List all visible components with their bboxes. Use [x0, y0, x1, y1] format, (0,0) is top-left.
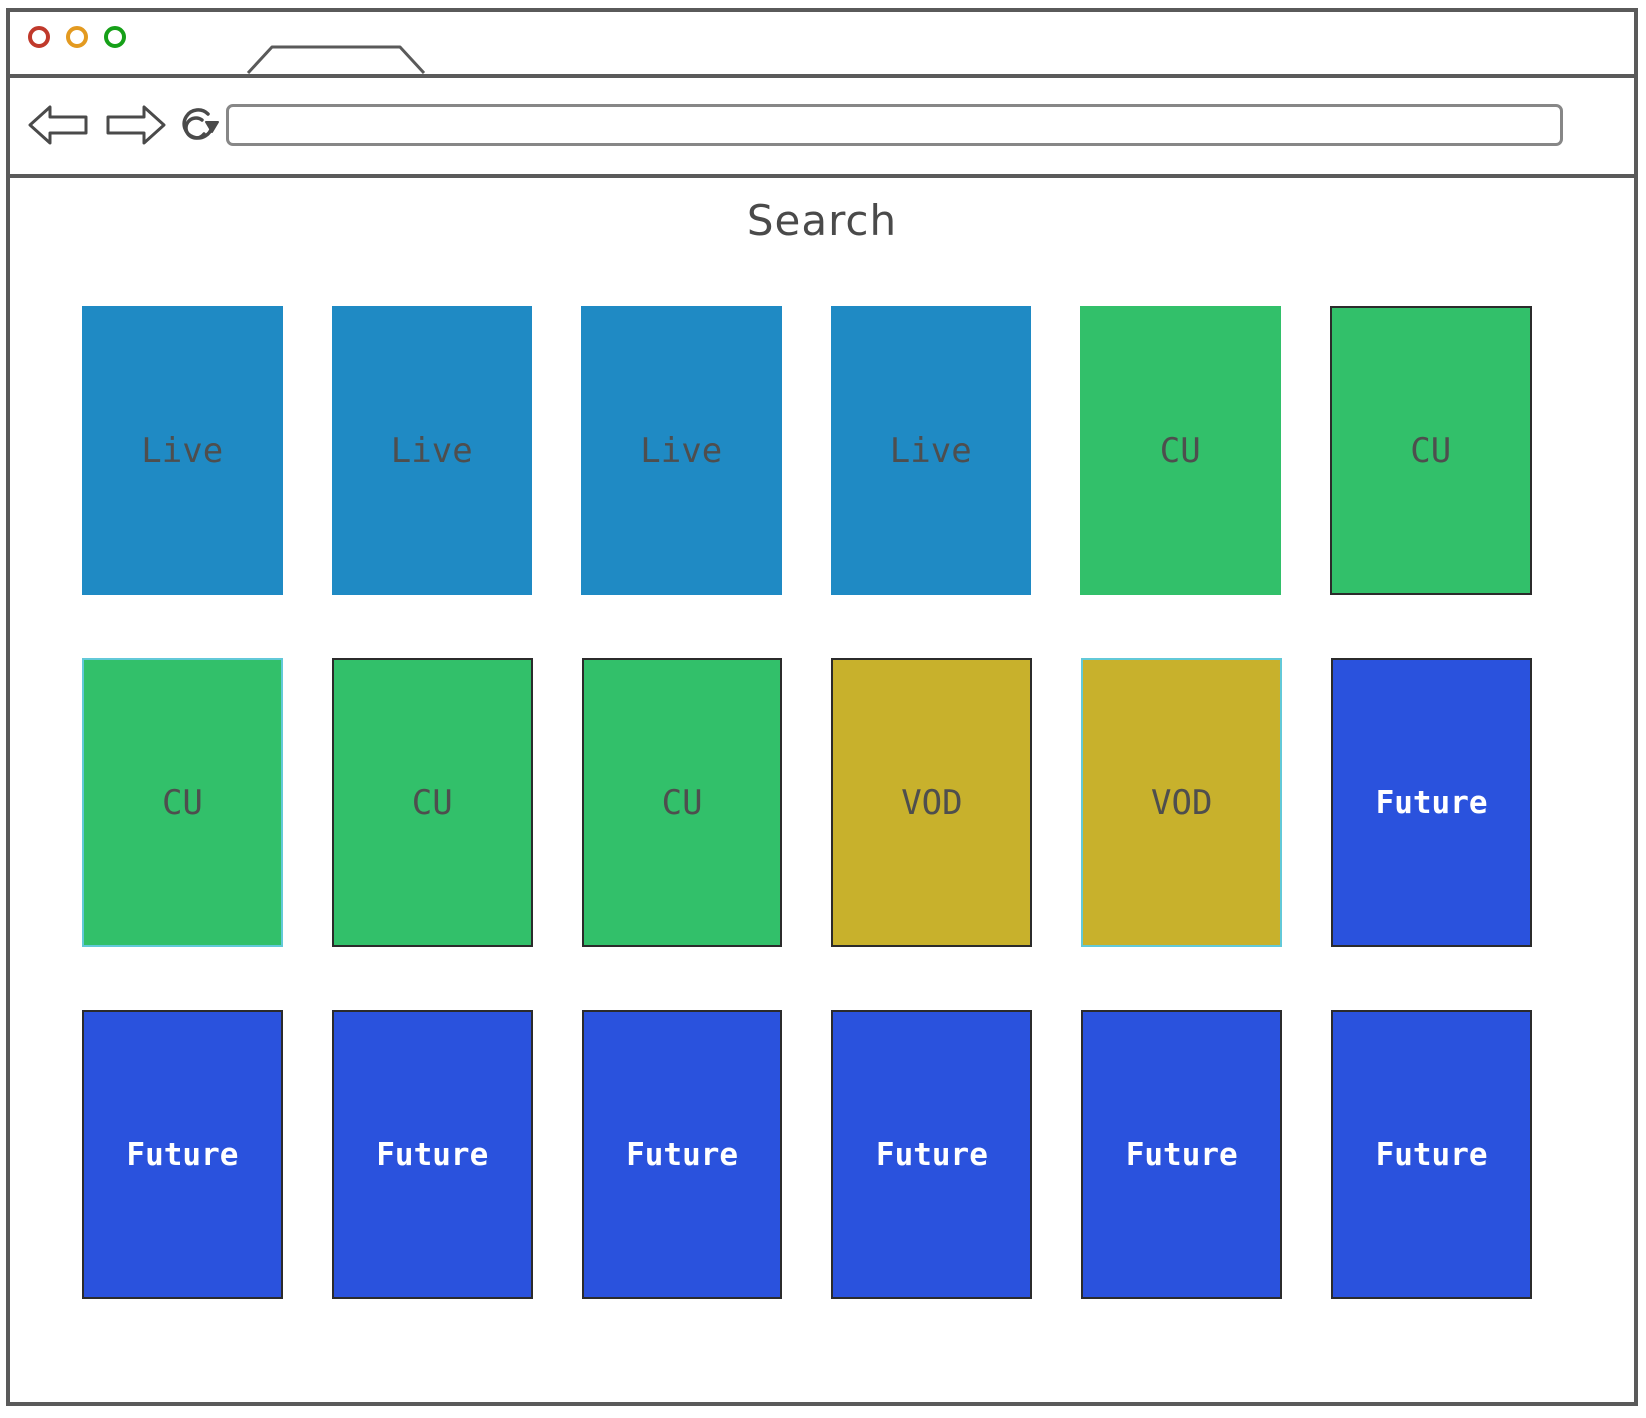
window-controls: [28, 26, 126, 48]
card-label: CU: [1410, 430, 1452, 471]
browser-title-bar: [10, 12, 1634, 78]
card-live[interactable]: Live: [830, 306, 1031, 595]
card-label: Future: [1125, 1136, 1238, 1173]
card-label: VOD: [901, 782, 963, 823]
card-future[interactable]: Future: [581, 1010, 783, 1299]
card-future[interactable]: Future: [1331, 1010, 1532, 1299]
browser-tab[interactable]: [246, 44, 426, 74]
card-label: Future: [626, 1136, 739, 1173]
card-label: Live: [141, 430, 224, 471]
browser-window: Search Live Live Live Live CU: [6, 8, 1638, 1406]
card-label: Live: [640, 430, 723, 471]
forward-arrow-icon[interactable]: [100, 98, 170, 152]
nav-buttons: [24, 98, 170, 152]
card-future[interactable]: Future: [831, 1010, 1033, 1299]
browser-nav-bar: [10, 78, 1634, 178]
card-label: VOD: [1151, 782, 1213, 823]
card-label: Future: [126, 1136, 239, 1173]
reload-icon[interactable]: [178, 102, 226, 152]
reload-button[interactable]: [178, 102, 226, 157]
card-future[interactable]: Future: [331, 1010, 533, 1299]
card-live[interactable]: Live: [82, 306, 283, 595]
card-live[interactable]: Live: [331, 306, 532, 595]
card-cu[interactable]: CU: [1080, 306, 1281, 595]
card-grid: Live Live Live Live CU CU: [82, 306, 1532, 1299]
minimize-window-button[interactable]: [66, 26, 88, 48]
card-label: CU: [661, 782, 703, 823]
card-label: Live: [889, 430, 972, 471]
card-row: CU CU CU VOD VOD Future: [82, 658, 1532, 947]
card-vod[interactable]: VOD: [1081, 658, 1283, 947]
card-label: Future: [1375, 1136, 1488, 1173]
maximize-window-button[interactable]: [104, 26, 126, 48]
card-label: Future: [376, 1136, 489, 1173]
card-label: CU: [411, 782, 453, 823]
card-label: CU: [1159, 430, 1201, 471]
url-input[interactable]: [226, 104, 1563, 146]
card-future[interactable]: Future: [1331, 658, 1532, 947]
back-arrow-icon[interactable]: [24, 98, 94, 152]
card-label: Future: [1375, 784, 1488, 821]
card-live[interactable]: Live: [581, 306, 782, 595]
card-future[interactable]: Future: [1081, 1010, 1283, 1299]
card-row: Live Live Live Live CU CU: [82, 306, 1532, 595]
card-label: CU: [161, 782, 203, 823]
card-label: Live: [390, 430, 473, 471]
card-row: Future Future Future Future Future Futur…: [82, 1010, 1532, 1299]
card-future[interactable]: Future: [82, 1010, 283, 1299]
card-cu[interactable]: CU: [1329, 306, 1532, 595]
card-label: Future: [875, 1136, 988, 1173]
card-cu[interactable]: CU: [581, 658, 783, 947]
page-content: Search Live Live Live Live CU: [10, 178, 1634, 1398]
close-window-button[interactable]: [28, 26, 50, 48]
page-title: Search: [746, 196, 898, 245]
card-cu[interactable]: CU: [331, 658, 533, 947]
card-cu[interactable]: CU: [82, 658, 283, 947]
card-vod[interactable]: VOD: [831, 658, 1033, 947]
